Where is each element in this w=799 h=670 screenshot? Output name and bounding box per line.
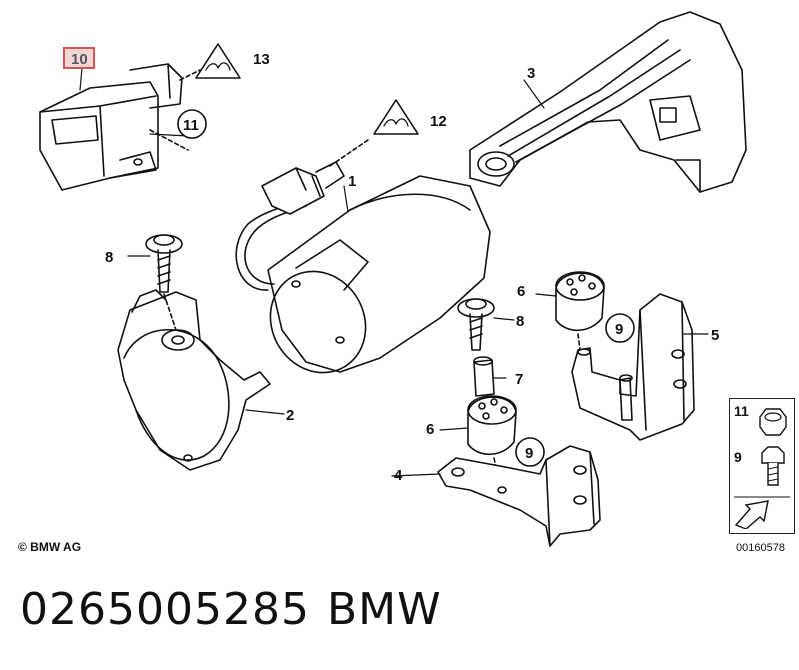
part-3-bracket: [469, 11, 747, 193]
arrow-icon: [734, 496, 790, 529]
callout-2: 2: [286, 407, 294, 424]
callout-6-upper: 6: [517, 283, 525, 300]
drawing-number: 00160578: [736, 542, 785, 554]
part-10-sensor: [39, 63, 201, 191]
callout-7: 7: [515, 371, 523, 388]
part-6-mount-upper: [555, 271, 605, 351]
leader-lines: [79, 67, 709, 477]
part-1-pump: [235, 139, 491, 374]
callout-12: 12: [430, 113, 447, 130]
callout-6-lower: 6: [426, 421, 434, 438]
callout-8-right: 8: [516, 313, 524, 330]
brand-name: BMW: [327, 584, 442, 635]
callout-13: 13: [253, 51, 270, 68]
callout-5: 5: [711, 327, 719, 344]
callout-8-left: 8: [105, 249, 113, 266]
callout-1: 1: [348, 173, 356, 190]
copyright-text: © BMW AG: [18, 540, 82, 554]
part-8-bolt-right: [457, 298, 495, 351]
callout-11: 11: [183, 117, 199, 134]
callout-circle-9-upper: [605, 313, 635, 343]
callout-3: 3: [527, 65, 535, 82]
legend-label-11: 11: [734, 403, 749, 419]
callout-circle-9-lower: [515, 437, 545, 467]
nut-icon: [759, 408, 787, 436]
warning-triangle-12-icon: [373, 99, 419, 135]
part-2-clamp: [117, 289, 271, 471]
part-4-bracket: [437, 445, 601, 547]
legend-label-9: 9: [734, 449, 742, 465]
callout-4: 4: [394, 467, 403, 484]
callout-9-lower: 9: [525, 445, 533, 462]
hardware-legend: 11 9: [729, 398, 795, 534]
part-number: 0265005285: [20, 584, 310, 635]
part-5-bracket: [571, 293, 695, 441]
parts-diagram: 10 13 11 12 3 1 8 6 8 9 5 7 2 6 9 4: [39, 11, 747, 547]
callout-10: 10: [71, 51, 88, 68]
callout-10-highlight: [63, 47, 95, 69]
callout-circle-11: [177, 109, 207, 139]
part-6-mount-lower: [467, 395, 517, 489]
callout-9-upper: 9: [615, 321, 623, 338]
bolt-icon: [761, 446, 785, 486]
warning-triangle-13-icon: [195, 43, 241, 79]
part-7-sleeve: [473, 356, 495, 397]
part-8-bolt-left: [145, 234, 183, 331]
